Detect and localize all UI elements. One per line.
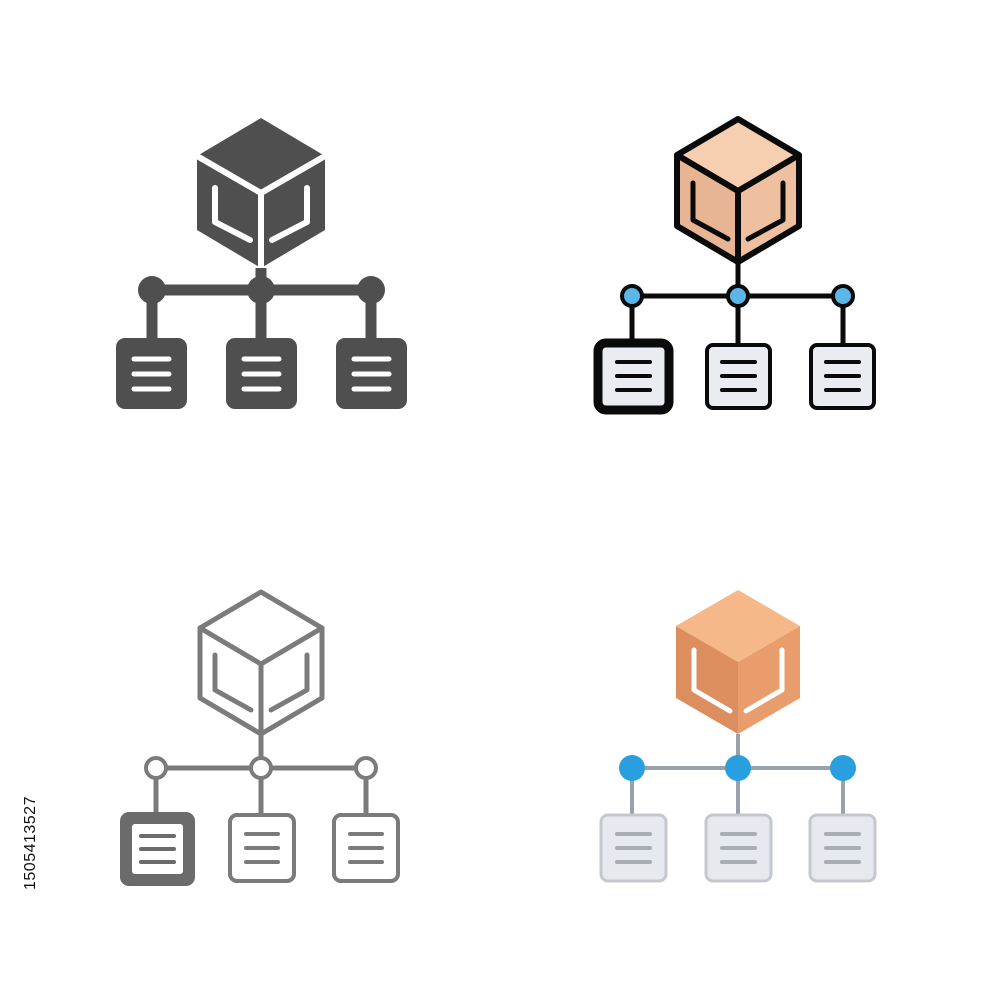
flat-cube-icon (676, 590, 800, 734)
glyph-network-cube-icon (116, 118, 407, 409)
outline-cube-icon (197, 589, 325, 737)
flat-document-icons (599, 813, 877, 883)
flat-network-cube-icon (599, 590, 877, 883)
outline-nodes (144, 756, 378, 780)
outline-document-icons (120, 812, 400, 886)
outline-network-cube-icon (120, 589, 400, 886)
filled-outline-nodes (620, 284, 855, 308)
outline-connector-lines (153, 734, 369, 816)
filled-outline-network-cube-icon (593, 116, 876, 415)
glyph-document-icons (116, 338, 407, 409)
filled-outline-document-icons (593, 338, 876, 415)
glyph-nodes (138, 276, 385, 304)
glyph-cube-icon (195, 118, 327, 268)
flat-nodes (619, 755, 856, 781)
filled-outline-cube-icon (674, 116, 802, 265)
stock-id-label: 1505413527 (22, 796, 39, 890)
